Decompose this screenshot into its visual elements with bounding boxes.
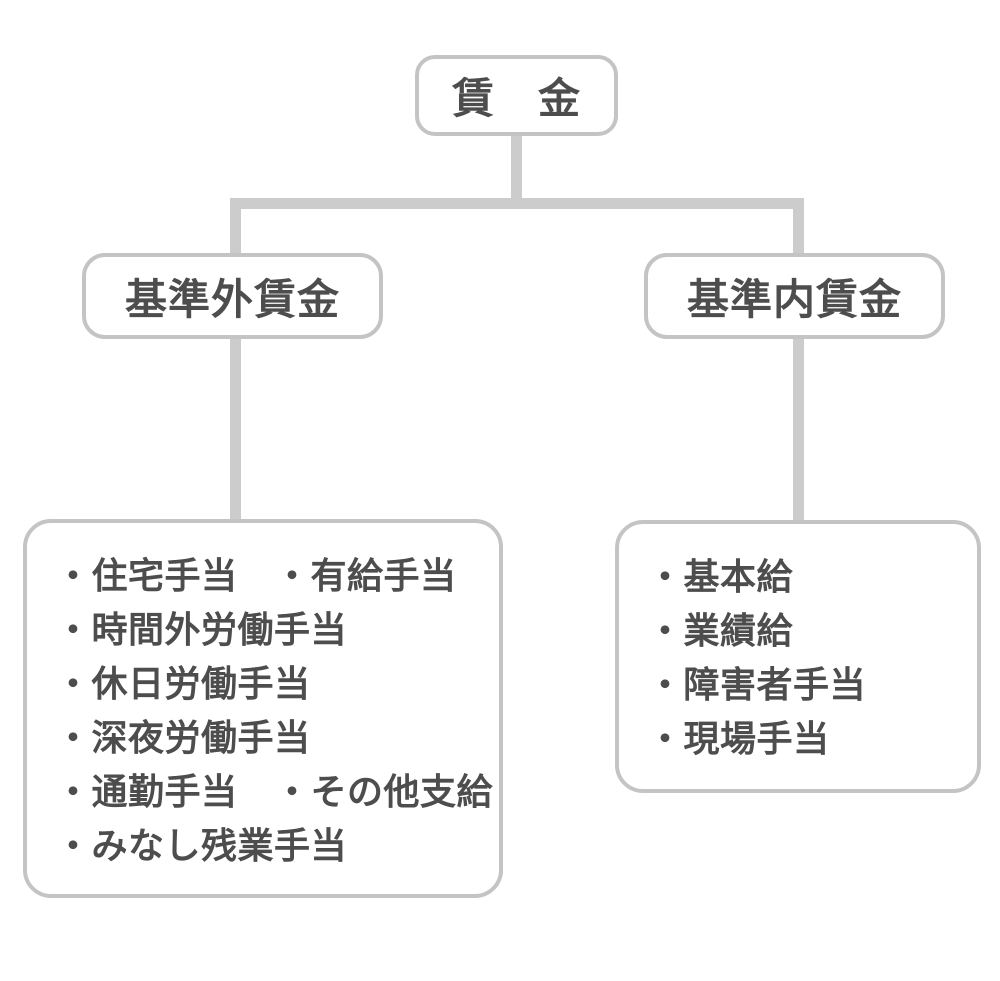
list-item: ・みなし残業手当 xyxy=(55,825,348,866)
list-standard-wage-items: ・基本給 ・業績給 ・障害者手当 ・現場手当 xyxy=(615,520,981,793)
list-item: ・休日労働手当 xyxy=(55,663,311,704)
connector-root-vertical xyxy=(511,134,522,209)
node-standard-wages-label: 基準内賃金 xyxy=(686,275,902,323)
list-item: ・基本給 xyxy=(647,556,794,597)
node-non-standard-wages: 基準外賃金 xyxy=(82,253,383,339)
connector-right-drop xyxy=(793,198,804,258)
node-non-standard-wages-label: 基準外賃金 xyxy=(124,275,340,323)
connector-left-lower-vertical xyxy=(230,336,241,523)
node-wages-label: 賃 金 xyxy=(451,75,581,122)
node-wages: 賃 金 xyxy=(415,55,618,136)
connector-horizontal-bar xyxy=(230,198,804,209)
list-item: ・通勤手当 ・その他支給 xyxy=(55,771,494,812)
node-standard-wages: 基準内賃金 xyxy=(644,253,945,339)
list-item: ・時間外労働手当 xyxy=(55,609,348,650)
list-item: ・住宅手当 ・有給手当 xyxy=(55,555,457,596)
list-item: ・現場手当 xyxy=(647,718,830,759)
list-non-standard-wage-items: ・住宅手当 ・有給手当 ・時間外労働手当 ・休日労働手当 ・深夜労働手当 ・通勤… xyxy=(23,519,503,898)
list-item: ・障害者手当 xyxy=(647,664,867,705)
list-item: ・業績給 xyxy=(647,610,794,651)
connector-left-drop xyxy=(230,198,241,258)
list-item: ・深夜労働手当 xyxy=(55,717,311,758)
connector-right-lower-vertical xyxy=(793,336,804,523)
